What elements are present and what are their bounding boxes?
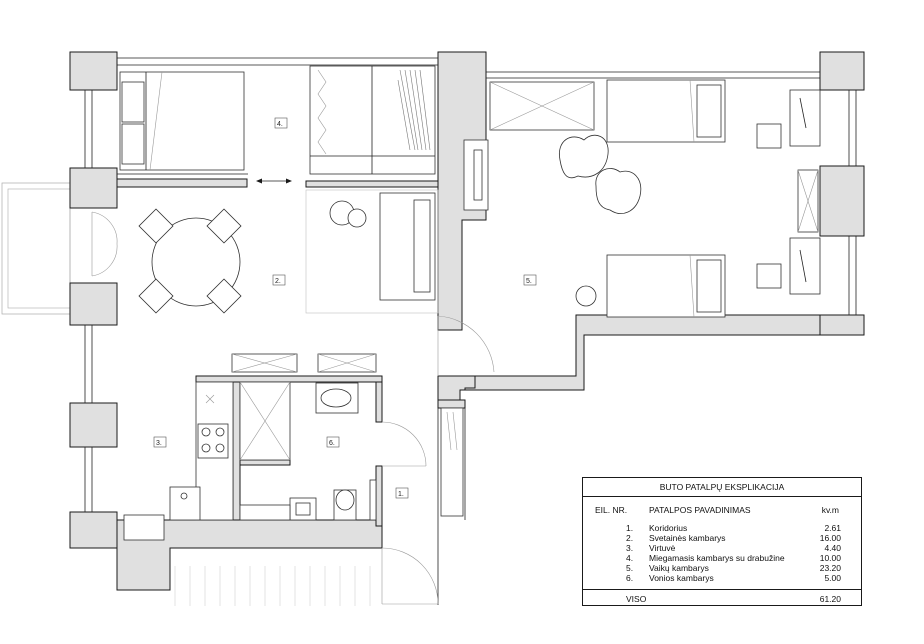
col-header-area: kv.m [821,505,839,515]
corridor-furniture [174,407,464,606]
living-furniture [91,189,439,373]
room-labels: 4. 2. 5. 3. 6. 1. [153,117,537,499]
row-name: Virtuvė [649,543,676,553]
schedule-row: 3. Virtuvė 4.40 [583,543,861,553]
row-area: 5.00 [824,573,841,583]
walls [69,51,865,605]
bedroom-furniture [119,65,436,184]
room-label-6: 6. [329,440,335,447]
schedule-row: 1. Koridorius 2.61 [583,523,861,533]
row-name: Vaikų kambarys [649,563,709,573]
total-value: 61.20 [819,594,841,604]
total-label: VISO [626,594,647,604]
kitchen-furniture [123,381,234,541]
bath-furniture [239,381,427,521]
schedule-row: 5. Vaikų kambarys 23.20 [583,563,861,573]
room-label-3: 3. [156,440,162,447]
area-schedule: BUTO PATALPŲ EKSPLIKACIJA EIL. NR. PATAL… [582,477,862,606]
row-name: Vonios kambarys [649,573,714,583]
room-label-2: 2. [275,278,281,285]
row-area: 23.20 [819,563,841,573]
row-name: Svetainės kambarys [649,533,726,543]
room-label-4: 4. [277,121,283,128]
row-area: 10.00 [819,553,841,563]
row-area: 2.61 [824,523,841,533]
schedule-total: VISO 61.20 [583,594,861,604]
schedule-title: BUTO PATALPŲ EKSPLIKACIJA [583,478,861,497]
col-header-name: PATALPOS PAVADINIMAS [649,505,751,515]
total-divider [583,589,861,590]
row-area: 4.40 [824,543,841,553]
row-no: 6. [626,573,634,583]
row-no: 5. [626,563,634,573]
col-header-no: EIL. NR. [595,505,628,515]
row-no: 1. [626,523,634,533]
row-no: 3. [626,543,634,553]
room-label-5: 5. [526,278,532,285]
row-name: Miegamasis kambarys su drabužine [649,553,785,563]
row-no: 2. [626,533,634,543]
row-name: Koridorius [649,523,688,533]
schedule-row: 4. Miegamasis kambarys su drabužine 10.0… [583,553,861,563]
schedule-rows: 1. Koridorius 2.61 2. Svetainės kambarys… [583,523,861,583]
schedule-row: 6. Vonios kambarys 5.00 [583,573,861,583]
kids-furniture [437,79,821,376]
room-label-1: 1. [398,491,404,498]
balcony [1,182,71,315]
schedule-row: 2. Svetainės kambarys 16.00 [583,533,861,543]
row-no: 4. [626,553,634,563]
row-area: 16.00 [819,533,841,543]
